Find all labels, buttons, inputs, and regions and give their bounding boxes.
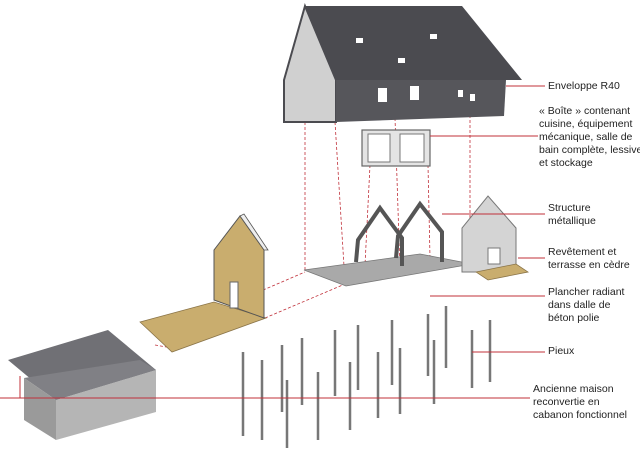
label-floor: Plancher radiant dans dalle de béton pol… <box>548 286 624 325</box>
label-old-house: Ancienne maison reconvertie en cabanon f… <box>533 383 627 422</box>
old-house <box>8 330 156 440</box>
label-line: Plancher radiant <box>548 286 625 298</box>
envelope-house <box>283 2 522 123</box>
label-line: Revêtement et <box>548 246 617 258</box>
label-line: dans dalle de <box>548 299 611 311</box>
label-line: terrasse en cèdre <box>548 259 630 271</box>
label-line: cabanon fonctionnel <box>533 409 627 421</box>
label-cladding: Revêtement et terrasse en cèdre <box>548 246 630 272</box>
label-line: Ancienne maison <box>533 383 614 395</box>
label-line: métallique <box>548 215 596 227</box>
label-line: reconvertie en <box>533 396 600 408</box>
label-structure: Structure métallique <box>548 202 596 228</box>
label-line: et stockage <box>539 157 593 169</box>
service-box <box>361 129 431 167</box>
label-line: bain complète, lessive <box>539 144 640 156</box>
concrete-slab <box>303 253 473 287</box>
label-line: Structure <box>548 202 591 214</box>
label-box: « Boîte » contenant cuisine, équipement … <box>539 105 640 170</box>
label-line: « Boîte » contenant <box>539 105 631 117</box>
piles <box>241 306 492 448</box>
cedar-right-gable <box>461 195 530 281</box>
label-line: béton polie <box>548 312 600 324</box>
label-envelope: Enveloppe R40 <box>548 80 620 92</box>
label-piles: Pieux <box>548 345 575 357</box>
leader-lines <box>0 85 545 399</box>
label-line: mécanique, salle de <box>539 131 633 143</box>
metal-structure <box>354 200 444 266</box>
label-line: cuisine, équipement <box>539 118 633 130</box>
cedar-left-gable <box>139 213 269 353</box>
